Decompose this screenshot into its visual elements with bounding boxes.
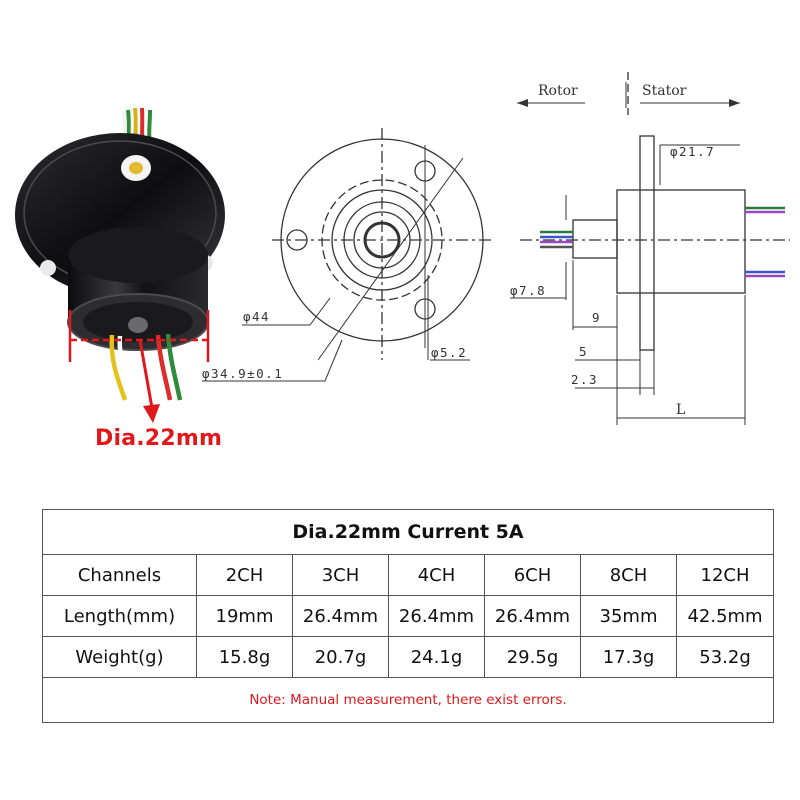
weight-cell: 17.3g (580, 636, 677, 678)
weight-row: Weight(g) 15.8g 20.7g 24.1g 29.5g 17.3g … (42, 636, 775, 678)
dim-5: 5 (579, 344, 588, 359)
weight-cell: 15.8g (196, 636, 293, 678)
dim-length: L (676, 402, 685, 418)
front-view-drawing (202, 128, 492, 382)
weight-cell: 53.2g (675, 636, 775, 678)
dim-outer-diameter: φ44 (243, 309, 270, 324)
table-title: Dia.22mm Current 5A (41, 509, 775, 555)
length-cell: 19mm (196, 595, 293, 637)
length-cell: 26.4mm (388, 595, 485, 637)
side-view-drawing (510, 72, 790, 425)
stator-flange (639, 135, 655, 351)
length-cell: 35mm (580, 595, 677, 637)
measurement-note: Note: Manual measurement, there exist er… (41, 677, 775, 723)
bottom-wires (109, 333, 183, 401)
dim-pcd: φ34.9±0.1 (202, 366, 283, 381)
slip-ring-photo (15, 107, 225, 423)
diameter-label: Dia.22mm (95, 426, 223, 451)
row-label-weight: Weight(g) (42, 636, 197, 678)
dim-body-diameter: φ21.7 (670, 144, 715, 159)
row-label-length: Length(mm) (42, 595, 197, 637)
product-figure: φ44 φ34.9±0.1 φ5.2 (15, 72, 790, 425)
length-cell: 26.4mm (484, 595, 581, 637)
stator-body (616, 189, 746, 294)
stator-label: Stator (642, 83, 687, 99)
dim-shaft-diameter: φ7.8 (510, 283, 546, 298)
dim-hole-diameter: φ5.2 (431, 345, 467, 360)
diameter-callout (68, 310, 210, 423)
channel-cell: 4CH (388, 554, 485, 596)
flange-hole (40, 260, 56, 276)
length-cell: 42.5mm (675, 595, 775, 637)
dim-2-3: 2.3 (571, 372, 598, 387)
row-label-channels: Channels (42, 554, 197, 596)
channel-cell: 8CH (580, 554, 677, 596)
weight-cell: 20.7g (292, 636, 389, 678)
length-row: Length(mm) 19mm 26.4mm 26.4mm 26.4mm 35m… (42, 595, 775, 637)
weight-cell: 24.1g (388, 636, 485, 678)
rotor-label: Rotor (538, 83, 578, 99)
channel-cell: 6CH (484, 554, 581, 596)
rotor-shaft (572, 219, 618, 259)
channel-cell: 2CH (196, 554, 293, 596)
channels-row: Channels 2CH 3CH 4CH 6CH 8CH 12CH (42, 554, 775, 596)
channel-cell: 12CH (675, 554, 775, 596)
side-view-wires (540, 206, 785, 278)
length-cell: 26.4mm (292, 595, 389, 637)
channel-cell: 3CH (292, 554, 389, 596)
weight-cell: 29.5g (484, 636, 581, 678)
spec-table: Dia.22mm Current 5A Channels 2CH 3CH 4CH… (41, 509, 775, 723)
dim-9: 9 (592, 310, 601, 325)
